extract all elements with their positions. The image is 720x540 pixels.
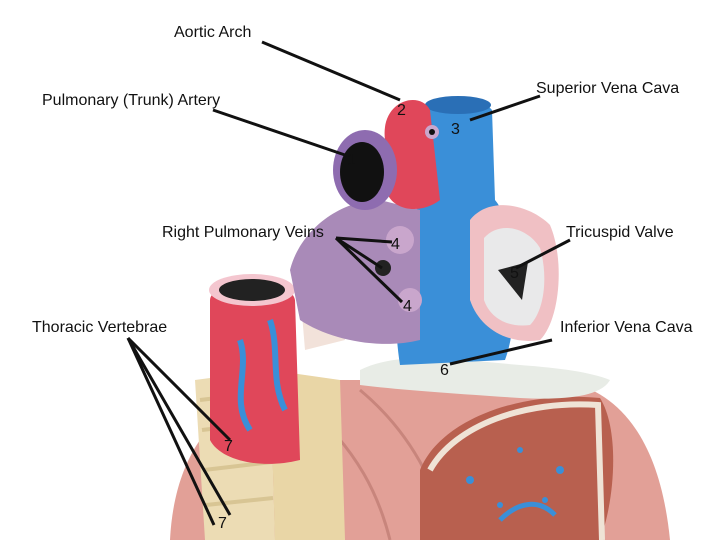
label-right-pulmonary-veins: Right Pulmonary Veins xyxy=(162,224,324,241)
number-4-lower: 4 xyxy=(403,298,412,315)
label-aortic-arch: Aortic Arch xyxy=(174,24,252,41)
label-thoracic-vertebrae: Thoracic Vertebrae xyxy=(32,319,168,336)
leader-lines xyxy=(126,40,571,526)
pulmonary-veins xyxy=(290,200,420,344)
number-7-lower: 7 xyxy=(218,515,227,532)
label-superior-vena-cava: Superior Vena Cava xyxy=(536,80,680,97)
diaphragm xyxy=(360,358,610,399)
number-3: 3 xyxy=(451,121,460,138)
number-1: 1 xyxy=(347,152,356,169)
number-7-upper: 7 xyxy=(224,438,233,455)
number-5: 5 xyxy=(510,265,519,282)
aortic-arch xyxy=(384,100,440,210)
label-tricuspid-valve: Tricuspid Valve xyxy=(566,224,674,241)
label-pulmonary-artery: Pulmonary (Trunk) Artery xyxy=(42,92,221,109)
number-2: 2 xyxy=(397,102,406,119)
label-inferior-vena-cava: Inferior Vena Cava xyxy=(560,319,693,336)
descending-aorta xyxy=(210,283,300,464)
number-4-upper: 4 xyxy=(391,236,400,253)
number-6: 6 xyxy=(440,362,449,379)
